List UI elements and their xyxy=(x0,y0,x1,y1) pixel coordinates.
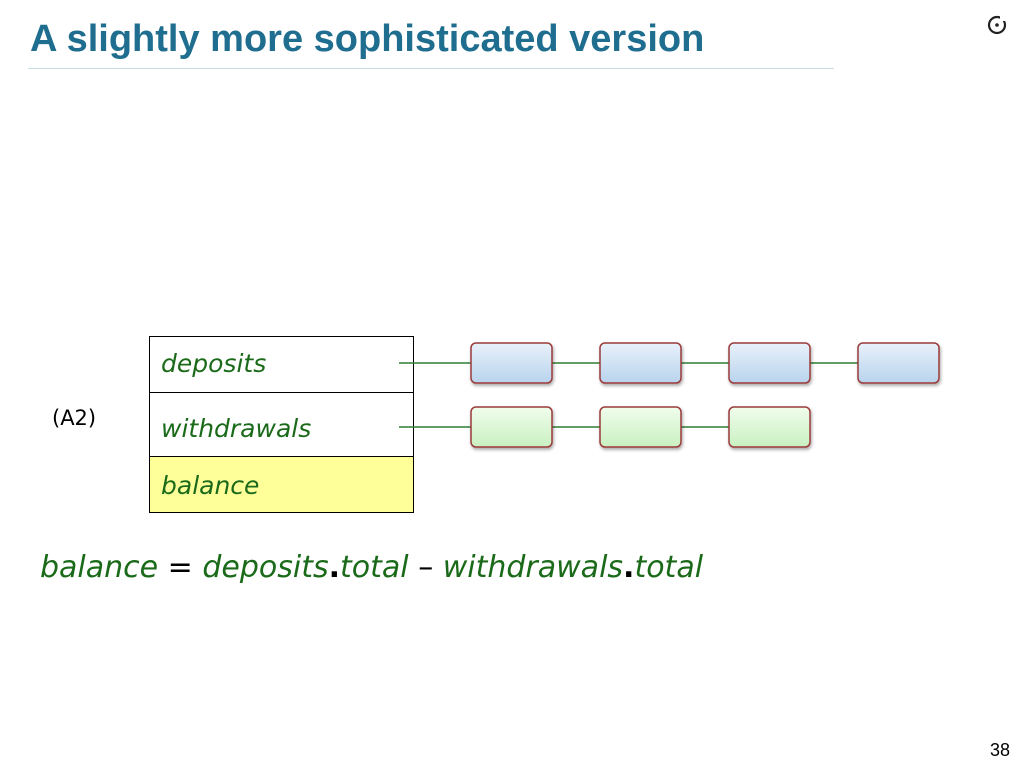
formula-withdrawals: withdrawals xyxy=(442,550,624,585)
formula-deposits: deposits xyxy=(202,550,329,585)
withdrawal-cell-3 xyxy=(728,406,811,448)
page-number: 38 xyxy=(990,740,1011,760)
deposit-cell-2 xyxy=(599,342,682,384)
field-withdrawals-label: withdrawals xyxy=(161,414,312,443)
deposit-chain xyxy=(399,342,940,384)
formula-total-1: total xyxy=(340,550,409,585)
field-balance-label: balance xyxy=(161,471,260,500)
field-deposits-label: deposits xyxy=(161,349,267,378)
field-balance: balance xyxy=(149,456,414,513)
withdrawal-chain xyxy=(399,406,811,448)
formula-total-2: total xyxy=(634,550,704,585)
withdrawal-cell-1 xyxy=(470,406,553,448)
formula-dot-2: . xyxy=(623,550,635,585)
formula-minus: – xyxy=(418,550,434,585)
field-withdrawals: withdrawals xyxy=(149,392,414,457)
withdrawal-cell-2 xyxy=(599,406,682,448)
deposit-cell-1 xyxy=(470,342,553,384)
formula-dot-1: . xyxy=(328,550,341,585)
slide-title: A slightly more sophisticated version xyxy=(30,18,705,60)
logo-icon xyxy=(987,15,1007,35)
title-underline xyxy=(28,68,834,69)
formula-equals: = xyxy=(167,550,193,585)
deposit-cell-3 xyxy=(728,342,811,384)
balance-formula: balance = deposits.total – withdrawals.t… xyxy=(40,550,703,585)
diagram-tag: (A2) xyxy=(52,406,97,430)
deposit-cell-4 xyxy=(857,342,940,384)
formula-balance: balance xyxy=(40,550,159,585)
